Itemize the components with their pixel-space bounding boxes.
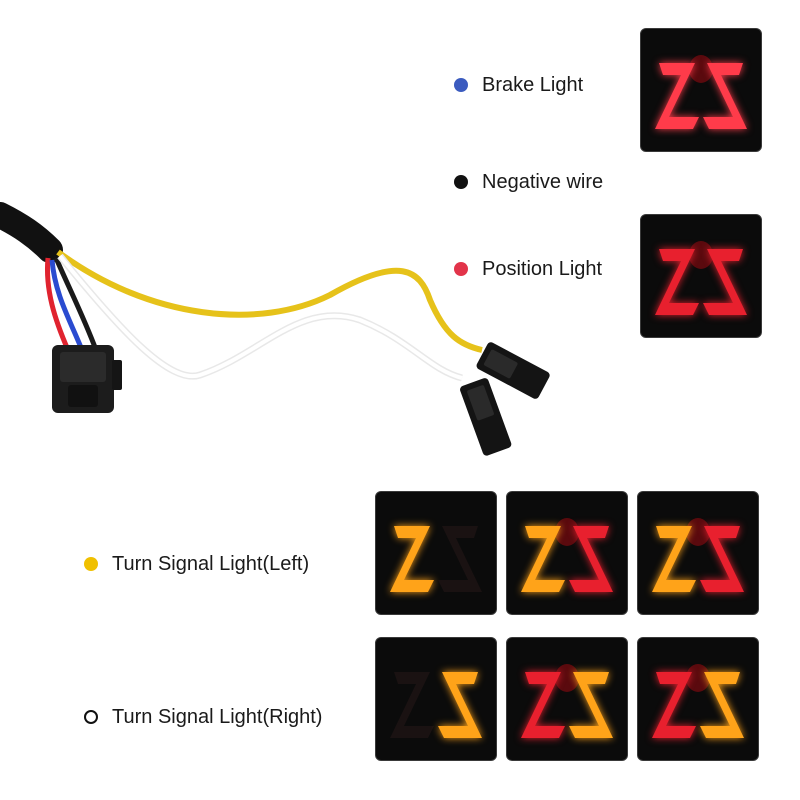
main-cable: [0, 202, 63, 263]
turn-left-label: Turn Signal Light(Left): [112, 552, 310, 575]
position-light-photo: [655, 241, 747, 315]
turn-right-photo-2: [521, 664, 613, 738]
left-z-light: [652, 526, 696, 592]
multi-pin-connector: [52, 345, 122, 413]
tail-light-center-housing: [686, 664, 710, 692]
turn-right-photo-1: [390, 672, 482, 738]
tail-light-center-housing: [555, 518, 579, 546]
turn-right-panel-2: [506, 637, 628, 761]
turn-right-label: Turn Signal Light(Right): [112, 705, 323, 728]
blue-wire: [49, 259, 85, 351]
turn-right-panel-3: [637, 637, 759, 761]
brake-light-label: Brake Light: [482, 73, 584, 96]
right-z-light: [700, 672, 744, 738]
negative-wire-dot: [454, 175, 468, 189]
position-light-dot: [454, 262, 468, 276]
red-wire: [44, 257, 71, 351]
tail-light-center-housing: [689, 241, 713, 269]
left-z-light: [390, 526, 434, 592]
turn-right-panel-1: [375, 637, 497, 761]
tail-light-center-housing: [555, 664, 579, 692]
position-light-panel: [640, 214, 762, 338]
brake-left-z-light: [655, 63, 699, 129]
left-z-light: [655, 249, 699, 315]
brake-light-dot: [454, 78, 468, 92]
position-light-label: Position Light: [482, 257, 603, 280]
left-z-light: [521, 672, 565, 738]
turn-right-photo-3: [652, 664, 744, 738]
left-z-light-off: [390, 672, 434, 738]
left-z-light: [521, 526, 565, 592]
legend-position-light: Position Light: [454, 254, 602, 284]
negative-wire-label: Negative wire: [482, 170, 604, 193]
turn-left-photo-1: [390, 526, 482, 592]
right-z-light: [569, 672, 613, 738]
legend-turn-signal-right: Turn Signal Light(Right): [84, 702, 322, 732]
black-wire: [53, 256, 99, 351]
yellow-wire-connector: [476, 342, 550, 399]
brake-light-photo: [655, 55, 747, 129]
turn-left-dot: [84, 557, 98, 571]
white-wire-connector: [460, 378, 512, 456]
turn-left-panel-2: [506, 491, 628, 615]
right-z-light: [700, 526, 744, 592]
legend-turn-signal-left: Turn Signal Light(Left): [84, 549, 309, 579]
turn-left-photo-3: [652, 518, 744, 592]
yellow-wire: [56, 249, 483, 353]
legend-brake-light: Brake Light: [454, 70, 583, 100]
legend-negative-wire: Negative wire: [454, 167, 603, 197]
right-z-light: [438, 672, 482, 738]
turn-left-panel-1: [375, 491, 497, 615]
brake-right-z-light: [703, 63, 747, 129]
right-z-light-off: [438, 526, 482, 592]
white-wire: [57, 253, 463, 382]
left-z-light: [652, 672, 696, 738]
turn-left-panel-3: [637, 491, 759, 615]
brake-light-panel: [640, 28, 762, 152]
right-z-light: [569, 526, 613, 592]
turn-left-photo-2: [521, 518, 613, 592]
tail-light-center-housing: [686, 518, 710, 546]
tail-light-center-housing: [689, 55, 713, 83]
turn-right-dot: [84, 710, 98, 724]
right-z-light: [703, 249, 747, 315]
